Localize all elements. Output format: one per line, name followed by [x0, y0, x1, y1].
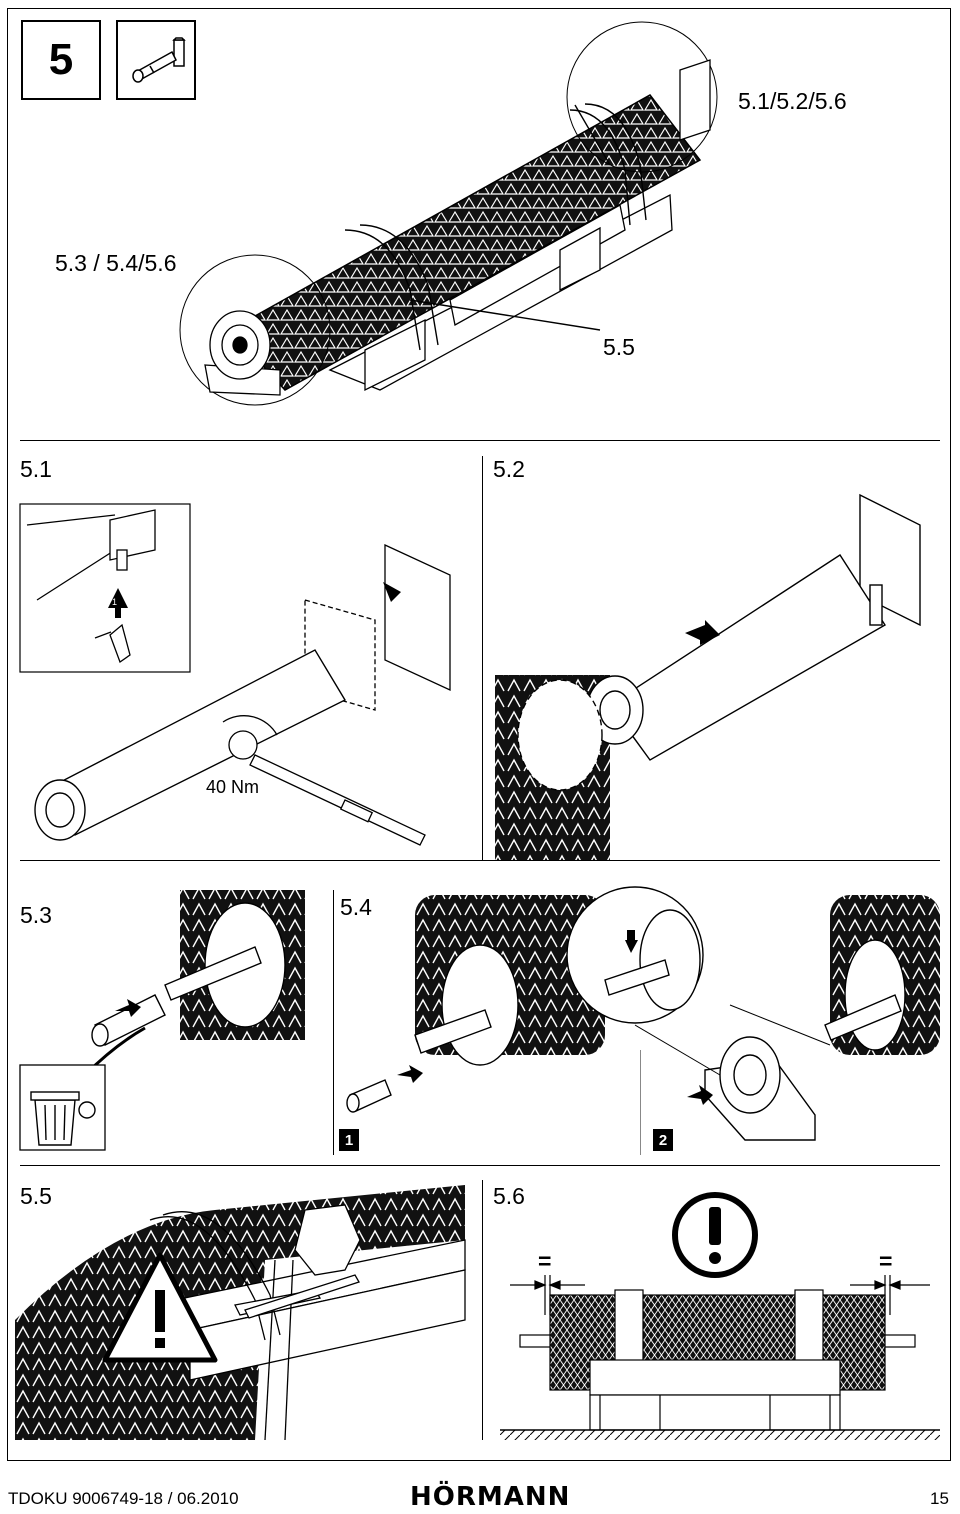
doc-id: TDOKU 9006749-18 / 06.2010: [8, 1489, 239, 1508]
overview-label-mid: 5.5: [603, 334, 635, 360]
section-5-1-drawing: 1: [19, 503, 451, 846]
svg-text:1: 1: [112, 597, 117, 607]
section-5-5-drawing: [15, 1185, 466, 1441]
section-5-1-title: 5.1: [20, 456, 52, 482]
torque-label: 40 Nm: [206, 777, 260, 797]
overview-label-top-right: 5.1/5.2/5.6: [738, 88, 847, 114]
divider-5-5-5-6: [482, 1180, 483, 1440]
section-5-5-title: 5.5: [20, 1183, 52, 1209]
badge-1: 1: [339, 1129, 359, 1151]
bolt-icon: [132, 37, 186, 83]
section-5-6-title: 5.6: [493, 1183, 525, 1209]
divider-5-4-inner: [640, 1050, 641, 1155]
section-5-6-drawing: [500, 1192, 940, 1440]
trash-icon: [30, 1091, 96, 1146]
equal-right: =: [879, 1248, 893, 1274]
section-5-3-drawing: [19, 890, 305, 1151]
section-5-2-drawing: [495, 493, 921, 860]
overview-drawing: [179, 21, 718, 406]
section-5-2-title: 5.2: [493, 456, 525, 482]
section-5-4-drawing: [346, 886, 940, 1141]
page-frame: [7, 8, 951, 1461]
divider-5-1-5-2: [482, 456, 483, 860]
page-number: 15: [930, 1489, 949, 1508]
divider-mid: [20, 860, 940, 861]
divider-5-3-5-4: [333, 890, 334, 1155]
badge-2: 2: [653, 1129, 673, 1151]
step-number: 5: [21, 20, 101, 100]
overview-label-left: 5.3 / 5.4/5.6: [55, 250, 177, 276]
equal-left: =: [538, 1248, 552, 1274]
section-5-3-title: 5.3: [20, 902, 52, 928]
warning-icon: [102, 1252, 218, 1363]
exclamation-icon: [672, 1192, 758, 1278]
divider-top: [20, 440, 940, 441]
section-5-4-title: 5.4: [340, 894, 372, 920]
divider-bottom: [20, 1165, 940, 1166]
tool-icon-box: [116, 20, 196, 100]
brand-logo: HÖRMANN: [410, 1482, 571, 1512]
